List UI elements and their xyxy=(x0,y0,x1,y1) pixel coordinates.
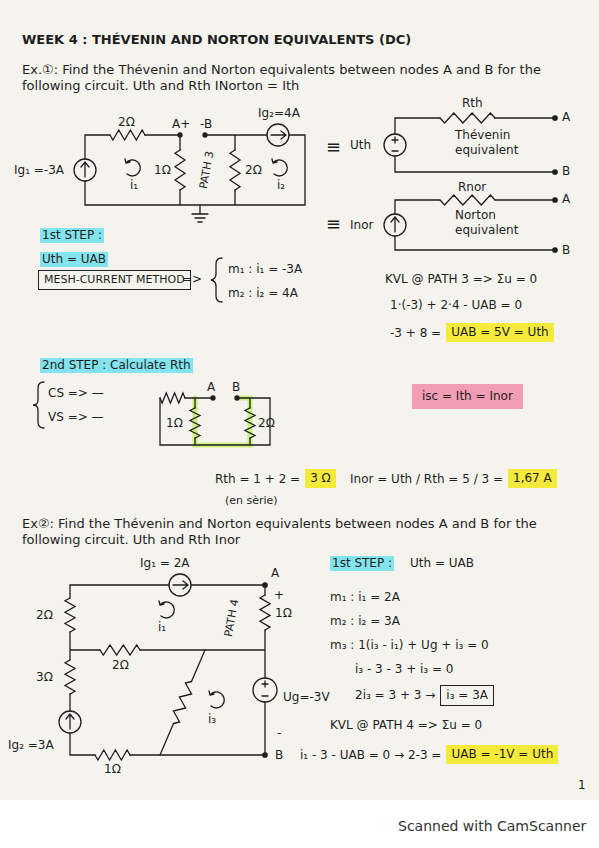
note-text: ≡ xyxy=(326,213,341,236)
note-text: 2Ω xyxy=(36,608,53,623)
note-text: 1st STEP : xyxy=(40,228,104,243)
note-text: 1Ω xyxy=(104,762,121,777)
note-text: 1Ω xyxy=(154,163,171,178)
result-text: isc = Ith = Inor xyxy=(422,389,513,403)
resistor-symbol xyxy=(440,113,495,123)
note-text: 1Ω xyxy=(275,606,292,621)
result-text: 3 Ω xyxy=(310,471,331,485)
note-text: B xyxy=(562,164,570,179)
note-text: m₂ : i₂ = 4A xyxy=(228,286,298,301)
note-text: Ig₁ =-3A xyxy=(14,163,64,178)
note-text: A xyxy=(271,566,279,581)
note-text: Uth xyxy=(350,138,371,153)
note-text: + xyxy=(274,588,284,603)
watermark: Scanned with CamScanner xyxy=(398,818,586,836)
boxed-note: i₃ = 3A xyxy=(440,685,494,706)
resistor-symbol xyxy=(190,408,200,438)
note-text: Uth = UAB xyxy=(40,252,108,267)
note-text: B xyxy=(562,243,570,258)
resistor-symbol xyxy=(245,408,255,438)
note-text: 3Ω xyxy=(36,670,53,685)
page-number: 1 xyxy=(578,778,586,793)
note-text: Rth = 1 + 2 = xyxy=(215,472,300,487)
note-text: (en sèrie) xyxy=(225,494,278,508)
resistor-symbol xyxy=(260,595,270,630)
resistor-symbol xyxy=(160,393,185,403)
note-text: KVL @ PATH 3 => Σu = 0 xyxy=(385,272,537,287)
resistor-symbol xyxy=(230,150,240,190)
note-text: i₃ - 3 - 3 + i₃ = 0 xyxy=(355,662,453,677)
note-text: i₂ xyxy=(277,178,285,193)
note-text: VS => — xyxy=(48,410,104,425)
note-text: B xyxy=(232,380,240,395)
note-text: 2Ω xyxy=(112,658,129,673)
resistor-symbol xyxy=(175,150,185,190)
note-text: i₁ xyxy=(130,178,138,193)
boxed-note: MESH-CURRENT METHOD xyxy=(38,270,191,290)
note-text: m₂ : i₂ = 3A xyxy=(330,614,400,629)
resistor-symbol xyxy=(173,682,191,724)
result-text: UAB = 5V = Uth xyxy=(451,325,549,339)
result-text: MESH-CURRENT METHOD xyxy=(44,273,185,286)
resistor-symbol xyxy=(100,645,140,655)
note-text: -3 + 8 = xyxy=(390,326,441,341)
note-text: 2i₃ = 3 + 3 → xyxy=(355,688,435,703)
resistor-symbol xyxy=(110,130,145,140)
note-text: Rth xyxy=(462,96,483,111)
note-text: Ug=-3V xyxy=(283,690,330,705)
note-text: 1st STEP : xyxy=(330,556,394,571)
note-text: A xyxy=(207,380,215,395)
note-text: Ig₂ =3A xyxy=(8,738,54,753)
note-text: 1·(-3) + 2·4 - UAB = 0 xyxy=(390,298,522,313)
note-text: m₃ : 1(i₃ - i₁) + Ug + i₃ = 0 xyxy=(330,638,489,653)
note-text: Ig₂=4A xyxy=(258,106,300,121)
resistor-symbol xyxy=(440,195,495,205)
note-text: Rnor xyxy=(458,180,486,195)
note-text: B xyxy=(275,748,283,763)
note-text: m₁ : i₁ = -3A xyxy=(228,262,302,277)
exercise-text: Ex②: Find the Thévenin and Norton equiva… xyxy=(22,516,582,549)
note-text: 2Ω xyxy=(258,416,275,431)
note-text: A xyxy=(562,110,570,125)
result-text: 1,67 A xyxy=(513,471,552,485)
exercise-text: Ex.①: Find the Thévenin and Norton equiv… xyxy=(22,62,582,95)
note-text: 2Ω xyxy=(245,163,262,178)
note-text: 2Ω xyxy=(118,115,135,130)
note-text: ≡ xyxy=(326,136,341,159)
note-text: 2nd STEP : Calculate Rth xyxy=(40,358,193,373)
note-text: Ig₁ = 2A xyxy=(140,556,190,571)
note-text: A+ xyxy=(172,117,190,132)
note-text: - xyxy=(277,726,281,741)
note-text: Norton equivalent xyxy=(455,208,550,238)
highlight-box: 1,67 A xyxy=(508,469,557,488)
note-text: KVL @ PATH 4 => Σu = 0 xyxy=(330,718,482,733)
highlight-box: isc = Ith = Inor xyxy=(412,384,523,409)
note-text: A xyxy=(562,192,570,207)
result-text: i₃ = 3A xyxy=(446,688,488,702)
note-text: -B xyxy=(200,117,212,132)
resistor-symbol xyxy=(65,660,75,694)
note-text: m₁ : i₁ = 2A xyxy=(330,590,400,605)
note-text: Uth = UAB xyxy=(410,556,474,571)
note-text: i₁ - 3 - UAB = 0 → 2-3 = xyxy=(300,748,441,763)
note-text: Inor xyxy=(350,218,373,233)
note-text: CS => — xyxy=(48,386,104,401)
note-text: Thévenin equivalent xyxy=(455,128,550,158)
highlight-box: UAB = 5V = Uth xyxy=(446,323,554,342)
note-text: Inor = Uth / Rth = 5 / 3 = xyxy=(350,472,503,487)
page-title: WEEK 4 : THÉVENIN AND NORTON EQUIVALENTS… xyxy=(22,32,411,48)
note-text: 1Ω xyxy=(166,416,183,431)
result-text: UAB = -1V = Uth xyxy=(451,747,553,761)
resistor-symbol xyxy=(65,598,75,632)
note-text: => xyxy=(182,272,202,287)
note-text: i₃ xyxy=(208,712,216,727)
highlight-box: UAB = -1V = Uth xyxy=(446,745,558,764)
resistor-symbol xyxy=(95,750,130,760)
highlight-box: 3 Ω xyxy=(305,469,336,488)
note-text: i₁ xyxy=(158,620,166,635)
